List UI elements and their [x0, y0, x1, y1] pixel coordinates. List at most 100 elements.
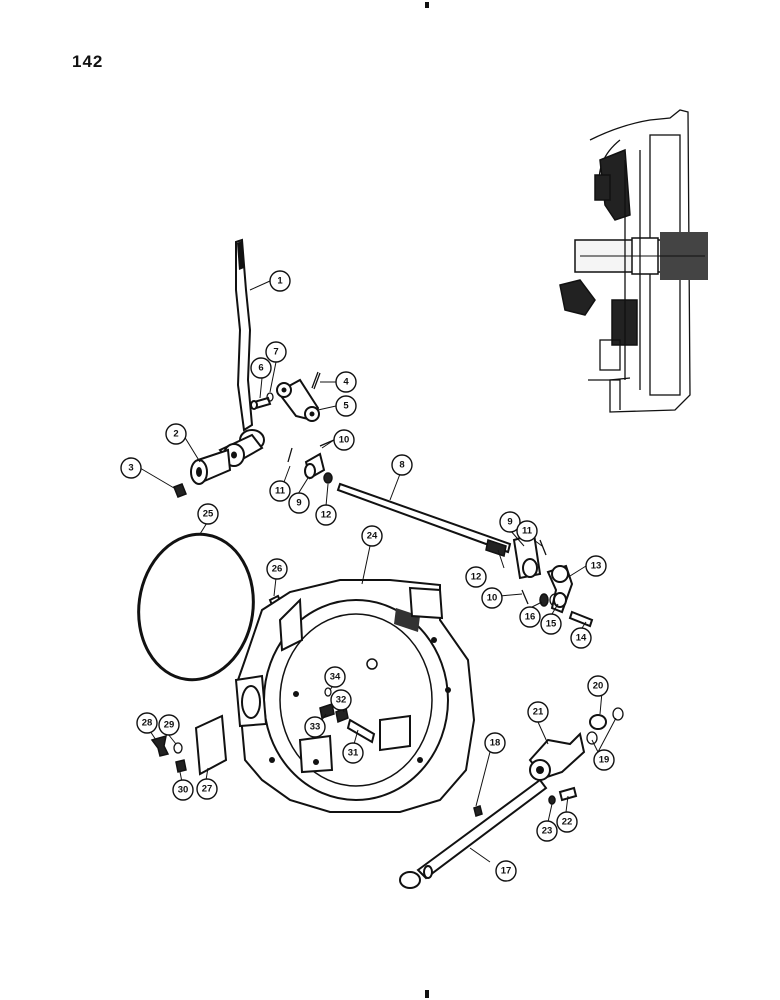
svg-text:13: 13: [591, 561, 602, 572]
svg-text:33: 33: [310, 722, 321, 733]
svg-text:2: 2: [173, 429, 178, 440]
housing-internal-fittings: [319, 687, 376, 744]
callout-9-upper: 9: [288, 492, 310, 514]
callout-12-upper: 12: [315, 504, 337, 526]
callout-7: 7: [265, 341, 287, 363]
svg-text:11: 11: [275, 486, 286, 497]
svg-text:9: 9: [507, 517, 512, 528]
callout-3: 3: [120, 457, 142, 479]
svg-text:24: 24: [367, 531, 378, 542]
svg-text:23: 23: [542, 826, 553, 837]
registration-mark-bottom: [425, 990, 429, 998]
leader-lines: [139, 280, 617, 863]
svg-text:11: 11: [522, 526, 533, 537]
svg-text:21: 21: [533, 707, 544, 718]
clutch-cross-section-inset: [559, 109, 708, 413]
svg-text:29: 29: [164, 720, 175, 731]
svg-text:9: 9: [296, 498, 301, 509]
lever-link: [276, 378, 320, 422]
svg-text:1: 1: [277, 276, 283, 287]
bolt-6: [250, 396, 272, 410]
callout-1: 1: [269, 270, 291, 292]
release-fork: [528, 732, 586, 781]
svg-text:18: 18: [490, 738, 501, 749]
callout-10-upper: 10: [333, 429, 355, 451]
lock-washer-7: [266, 392, 274, 402]
svg-text:19: 19: [599, 755, 610, 766]
fork-hardware: [548, 707, 624, 805]
inspection-cover: [194, 714, 228, 776]
upper-linkage-cluster: [287, 439, 335, 484]
svg-text:6: 6: [258, 363, 263, 374]
svg-text:26: 26: [272, 564, 283, 575]
callout-23: 23: [536, 820, 558, 842]
callout-12-lower: 12: [465, 566, 487, 588]
callout-15: 15: [540, 613, 562, 635]
svg-text:15: 15: [546, 619, 557, 630]
callout-13: 13: [585, 555, 607, 577]
callout-17: 17: [495, 860, 517, 882]
page-number: 142: [72, 52, 104, 71]
svg-text:12: 12: [471, 572, 482, 583]
callout-10-lower: 10: [481, 587, 503, 609]
callout-27: 27: [196, 778, 218, 800]
callout-4: 4: [335, 371, 357, 393]
callout-28: 28: [136, 712, 158, 734]
shift-lever: [218, 238, 265, 467]
svg-text:4: 4: [343, 377, 349, 388]
svg-text:28: 28: [142, 718, 153, 729]
callout-11-lower: 11: [516, 520, 538, 542]
svg-text:10: 10: [487, 593, 498, 604]
release-shaft: [399, 778, 548, 889]
svg-text:7: 7: [273, 347, 278, 358]
svg-text:12: 12: [321, 510, 332, 521]
callout-33: 33: [304, 716, 326, 738]
callout-21: 21: [527, 701, 549, 723]
cotter-pin-4: [311, 371, 321, 390]
callout-31: 31: [342, 742, 364, 764]
svg-text:27: 27: [202, 784, 213, 795]
callout-24: 24: [361, 525, 383, 547]
lower-linkage-cluster: [512, 532, 594, 628]
grease-fitting: [173, 483, 187, 498]
callout-8: 8: [391, 454, 413, 476]
registration-mark-top: [425, 2, 429, 8]
callout-14: 14: [570, 627, 592, 649]
callout-18: 18: [484, 732, 506, 754]
svg-text:10: 10: [339, 435, 350, 446]
svg-text:17: 17: [501, 866, 512, 877]
callout-29: 29: [158, 714, 180, 736]
callout-6: 6: [250, 357, 272, 379]
clutch-rod: [336, 482, 512, 557]
callout-32: 32: [330, 689, 352, 711]
callout-16: 16: [519, 606, 541, 628]
svg-text:14: 14: [576, 633, 587, 644]
clutch-housing: [234, 579, 476, 813]
callout-25: 25: [197, 503, 219, 525]
svg-text:8: 8: [399, 460, 404, 471]
svg-text:16: 16: [525, 612, 536, 623]
svg-text:32: 32: [336, 695, 347, 706]
callout-19: 19: [593, 749, 615, 771]
svg-text:22: 22: [562, 817, 573, 828]
svg-text:25: 25: [203, 509, 214, 520]
svg-text:30: 30: [178, 785, 189, 796]
callout-30: 30: [172, 779, 194, 801]
callout-26: 26: [266, 558, 288, 580]
svg-text:31: 31: [348, 748, 359, 759]
callout-34: 34: [324, 666, 346, 688]
callout-5: 5: [335, 395, 357, 417]
cover-fasteners: [150, 734, 187, 773]
pivot-bushing: [190, 448, 232, 485]
svg-text:3: 3: [128, 463, 133, 474]
svg-text:34: 34: [330, 672, 341, 683]
callout-9-lower: 9: [499, 511, 521, 533]
svg-text:5: 5: [343, 401, 349, 412]
callout-11-upper: 11: [269, 480, 291, 502]
callout-20: 20: [587, 675, 609, 697]
svg-text:20: 20: [593, 681, 604, 692]
o-ring-seal: [137, 532, 255, 682]
callout-2: 2: [165, 423, 187, 445]
callout-22: 22: [556, 811, 578, 833]
